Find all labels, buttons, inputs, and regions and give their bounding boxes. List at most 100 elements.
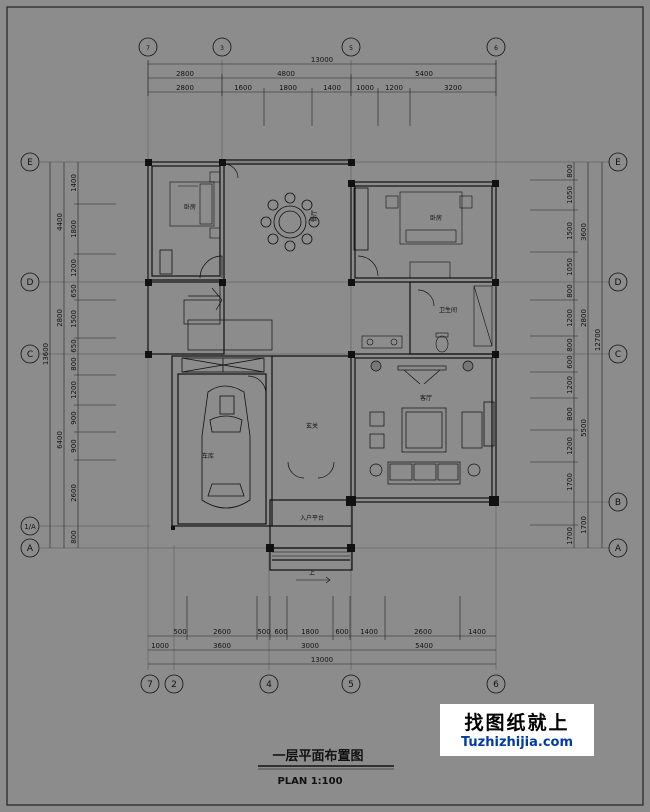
dim-left-inner-5: 650 <box>70 339 78 352</box>
grid-left-4: A <box>27 544 34 554</box>
room-labels: 卧房 餐厅 卧房 卫生间 客厅 车库 玄关 入户平台 上 <box>184 203 457 577</box>
grid-bubbles-right: E D C B A <box>608 152 628 558</box>
dim-bottom-r1-8: 1400 <box>468 628 486 636</box>
dim-right-inner-1: 1050 <box>566 186 574 204</box>
dim-right-inner-9: 800 <box>566 407 574 420</box>
dim-right-inner-6: 800 <box>566 338 574 351</box>
dim-top-total: 13000 <box>311 56 333 64</box>
dim-bottom-total: 13000 <box>311 656 333 664</box>
grid-bottom-0: 7 <box>147 680 153 690</box>
dim-left-inner-6: 800 <box>70 357 78 370</box>
windows <box>159 187 495 447</box>
dim-bottom-r1-3: 600 <box>274 628 287 636</box>
grid-bottom-4: 6 <box>493 680 499 690</box>
dim-bottom-r1-0: 500 <box>173 628 186 636</box>
dim-right-outer-1: 2800 <box>580 309 588 327</box>
columns <box>145 159 499 552</box>
grid-left-1: D <box>27 278 34 288</box>
dim-bottom-r1-6: 1400 <box>360 628 378 636</box>
dim-top-r2-1: 1600 <box>234 84 252 92</box>
dim-left-outer-2: 6400 <box>56 431 64 449</box>
dim-right-inner-4: 800 <box>566 284 574 297</box>
room-entry: 入户平台 <box>300 514 324 522</box>
grid-left-0: E <box>27 158 33 168</box>
grid-left-2: C <box>27 350 33 360</box>
left-dimensions: 13600 4400 2800 6400 1400 1800 1200 650 … <box>42 174 78 544</box>
dim-right-outer-2: 5500 <box>580 419 588 437</box>
dim-bottom-r1-7: 2600 <box>414 628 432 636</box>
dim-top-r2-3: 1400 <box>323 84 341 92</box>
dim-top-r1-0: 2800 <box>176 70 194 78</box>
grid-right-4: A <box>615 544 622 554</box>
dim-bottom-r1-1: 2600 <box>213 628 231 636</box>
stair <box>183 282 273 351</box>
entry-steps <box>272 551 350 584</box>
watermark-logo: 找图纸就上 Tuzhizhijia.com <box>440 704 594 756</box>
stair-up-label: 上 <box>309 569 315 577</box>
dim-left-inner-1: 1800 <box>70 220 78 238</box>
room-foyer: 玄关 <box>306 422 318 430</box>
bottom-dimensions: 500 2600 500 600 1800 600 1400 2600 1400… <box>151 628 486 664</box>
room-garage: 车库 <box>202 452 214 460</box>
grid-bubbles-top: 7 3 5 6 <box>138 37 506 57</box>
grid-bottom-2: 4 <box>266 680 272 690</box>
dim-left-inner-7: 1200 <box>70 381 78 399</box>
room-bedroom-right: 卧房 <box>430 214 442 222</box>
grid-top-2: 5 <box>349 45 353 52</box>
dim-right-total: 12700 <box>594 329 602 351</box>
dim-bottom-r1-4: 1800 <box>301 628 319 636</box>
top-extension-lines <box>263 96 411 126</box>
room-dining: 餐厅 <box>310 210 318 222</box>
room-bathroom: 卫生间 <box>439 306 457 314</box>
grid-bottom-3: 5 <box>348 680 354 690</box>
axis-grid <box>40 60 610 670</box>
dim-right-inner-0: 800 <box>566 164 574 177</box>
dim-top-r2-4: 1000 <box>356 84 374 92</box>
dim-right-outer-3: 1700 <box>580 516 588 534</box>
right-dimension-lines <box>530 162 603 548</box>
dim-bottom-r1-5: 600 <box>335 628 348 636</box>
dim-right-inner-12: 1700 <box>566 527 574 545</box>
drawing-border <box>6 6 644 806</box>
dim-left-inner-11: 800 <box>70 530 78 543</box>
dim-left-inner-9: 900 <box>70 439 78 452</box>
plan-title: 一层平面布置图 <box>272 748 363 764</box>
living-furniture <box>369 360 483 485</box>
dining-table <box>260 192 320 252</box>
dim-right-inner-3: 1050 <box>566 258 574 276</box>
dim-left-inner-0: 1400 <box>70 174 78 192</box>
dim-left-outer-0: 4400 <box>56 213 64 231</box>
grid-top-0: 7 <box>146 45 150 52</box>
dim-left-total: 13600 <box>42 343 50 365</box>
left-dimension-lines <box>49 162 116 548</box>
grid-right-1: D <box>615 278 622 288</box>
right-dimensions: 12700 3600 2800 5500 1700 800 1050 1500 … <box>566 164 602 545</box>
bed-right <box>385 191 473 279</box>
grid-right-2: C <box>615 350 621 360</box>
bathroom-fixtures <box>361 285 493 353</box>
grid-right-0: E <box>615 158 621 168</box>
dim-top-r2-0: 2800 <box>176 84 194 92</box>
dim-bottom-r2-1: 3600 <box>213 642 231 650</box>
grid-left-3: 1/A <box>24 523 36 531</box>
dim-bottom-r2-0: 1000 <box>151 642 169 650</box>
dim-left-outer-1: 2800 <box>56 309 64 327</box>
grid-top-3: 6 <box>494 45 498 52</box>
dim-right-inner-2: 1500 <box>566 222 574 240</box>
plan-scale: PLAN 1:100 <box>277 776 342 787</box>
room-bedroom-left: 卧房 <box>184 203 196 211</box>
dim-right-inner-11: 1700 <box>566 473 574 491</box>
walls <box>147 159 497 571</box>
grid-right-3: B <box>615 498 621 508</box>
dim-right-inner-10: 1200 <box>566 437 574 455</box>
dim-top-r1-2: 5400 <box>415 70 433 78</box>
dim-top-r2-2: 1800 <box>279 84 297 92</box>
grid-bottom-1: 2 <box>171 680 177 690</box>
dim-right-outer-0: 3600 <box>580 223 588 241</box>
dim-right-inner-7: 600 <box>566 355 574 368</box>
dim-top-r1-1: 4800 <box>277 70 295 78</box>
watermark-cn: 找图纸就上 <box>464 712 570 734</box>
dim-bottom-r2-3: 5400 <box>415 642 433 650</box>
dim-left-inner-3: 650 <box>70 284 78 297</box>
